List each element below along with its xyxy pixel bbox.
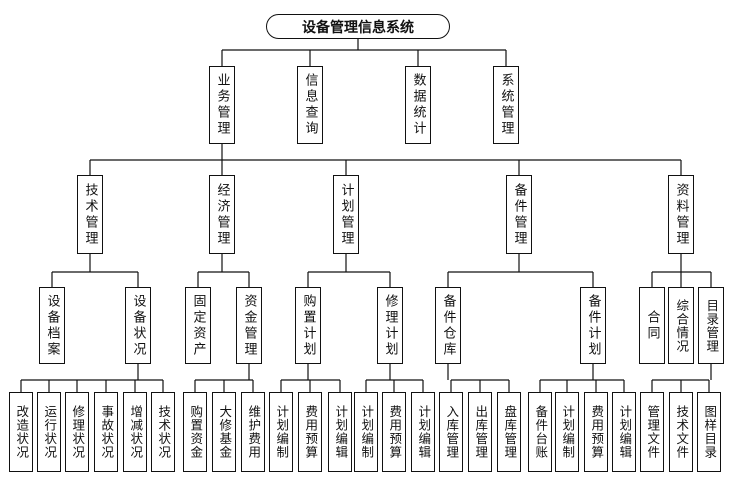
node-funds-management: 资金管理 [236, 287, 262, 364]
node-fixed-assets: 固定资产 [185, 287, 211, 364]
leaf-status-4: 事故状况 [94, 392, 118, 472]
root-node: 设备管理信息系统 [266, 14, 450, 39]
leaf-status-2: 运行状况 [37, 392, 61, 472]
node-info-query: 信息查询 [297, 66, 323, 144]
leaf-repair-1: 计划编制 [354, 392, 378, 472]
leaf-spareplan-2: 计划编制 [555, 392, 579, 472]
leaf-purchase-2: 费用预算 [298, 392, 322, 472]
leaf-directory-1: 管理文件 [640, 392, 664, 472]
leaf-repair-3: 计划编辑 [411, 392, 435, 472]
node-spare-warehouse: 备件仓库 [435, 287, 461, 364]
node-contract: 合同 [639, 287, 665, 364]
node-directory-management: 目录管理 [698, 287, 724, 364]
leaf-funds-2: 大修基金 [212, 392, 236, 472]
node-spare-plan: 备件计划 [580, 287, 606, 364]
leaf-warehouse-3: 盘库管理 [497, 392, 521, 472]
node-purchase-plan: 购置计划 [295, 287, 321, 364]
node-system-management: 系统管理 [493, 66, 519, 144]
leaf-status-1: 改造状况 [9, 392, 33, 472]
leaf-spareplan-3: 费用预算 [584, 392, 608, 472]
node-business-management: 业务管理 [209, 66, 235, 144]
leaf-funds-1: 购置资金 [183, 392, 207, 472]
node-data-statistics: 数据统计 [405, 66, 431, 144]
node-technical-management: 技术管理 [77, 175, 103, 254]
leaf-funds-3: 维护费用 [241, 392, 265, 472]
leaf-warehouse-2: 出库管理 [468, 392, 492, 472]
leaf-directory-2: 技术文件 [669, 392, 693, 472]
node-document-management: 资料管理 [668, 175, 694, 254]
node-spare-parts-management: 备件管理 [506, 175, 532, 254]
node-economic-management: 经济管理 [209, 175, 235, 254]
leaf-spareplan-1: 备件台账 [528, 392, 552, 472]
leaf-status-6: 技术状况 [151, 392, 175, 472]
node-overall-status: 综合情况 [668, 287, 694, 364]
leaf-purchase-3: 计划编辑 [328, 392, 352, 472]
node-plan-management: 计划管理 [333, 175, 359, 254]
node-equipment-archive: 设备档案 [39, 287, 65, 364]
node-repair-plan: 修理计划 [377, 287, 403, 364]
leaf-status-5: 增减状况 [123, 392, 147, 472]
leaf-purchase-1: 计划编制 [269, 392, 293, 472]
leaf-status-3: 修理状况 [65, 392, 89, 472]
leaf-spareplan-4: 计划编辑 [612, 392, 636, 472]
leaf-repair-2: 费用预算 [382, 392, 406, 472]
leaf-warehouse-1: 入库管理 [439, 392, 463, 472]
node-equipment-status: 设备状况 [125, 287, 151, 364]
leaf-directory-3: 图样目录 [697, 392, 721, 472]
